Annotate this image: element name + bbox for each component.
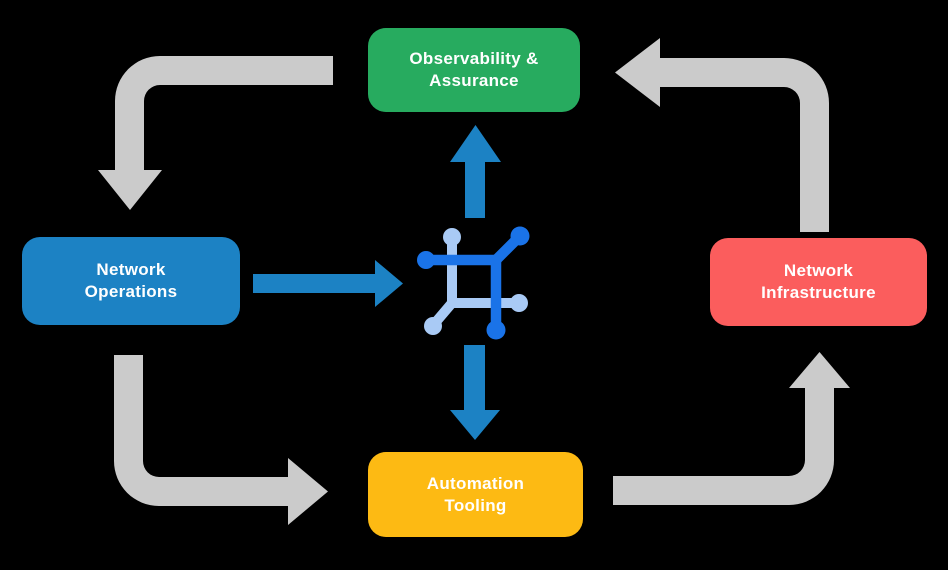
node-observability-assurance: Observability & Assurance bbox=[368, 28, 580, 112]
node-automation-tooling: Automation Tooling bbox=[368, 452, 583, 537]
node-label-line1: Automation bbox=[426, 473, 525, 493]
arrow-observability-to-operations bbox=[98, 56, 333, 210]
arrow-hub-to-automation bbox=[450, 345, 500, 440]
hub-node-top-right bbox=[510, 226, 530, 246]
hub-node-top-left bbox=[443, 228, 461, 246]
arrow-operations-to-hub bbox=[253, 260, 403, 307]
arrow-operations-to-automation bbox=[114, 355, 328, 525]
arrow-infrastructure-to-observability bbox=[615, 38, 829, 232]
node-label-line2: Operations bbox=[84, 282, 178, 301]
hub-node-left bbox=[417, 251, 435, 269]
network-hub-icon bbox=[417, 226, 530, 340]
node-network-infrastructure: Network Infrastructure bbox=[710, 238, 927, 326]
hub-node-bottom bbox=[486, 320, 506, 340]
arrow-hub-to-observability bbox=[450, 125, 501, 218]
hub-node-bottom-left bbox=[424, 317, 442, 335]
arrow-automation-to-infrastructure bbox=[613, 352, 850, 505]
blue-arrows-group bbox=[253, 125, 501, 440]
hub-dark-nodes bbox=[417, 226, 530, 340]
node-label-line1: Observability & bbox=[409, 49, 539, 68]
hub-node-right bbox=[510, 294, 528, 312]
node-label-line1: Network bbox=[783, 261, 854, 280]
node-label-line1: Network bbox=[96, 260, 166, 279]
node-label-line2: Tooling bbox=[444, 495, 507, 515]
node-network-operations: Network Operations bbox=[22, 237, 240, 325]
node-label-line2: Assurance bbox=[429, 71, 519, 90]
hub-light-nodes bbox=[424, 228, 528, 335]
node-label-line2: Infrastructure bbox=[761, 283, 876, 302]
gray-arrows-group bbox=[98, 38, 850, 525]
